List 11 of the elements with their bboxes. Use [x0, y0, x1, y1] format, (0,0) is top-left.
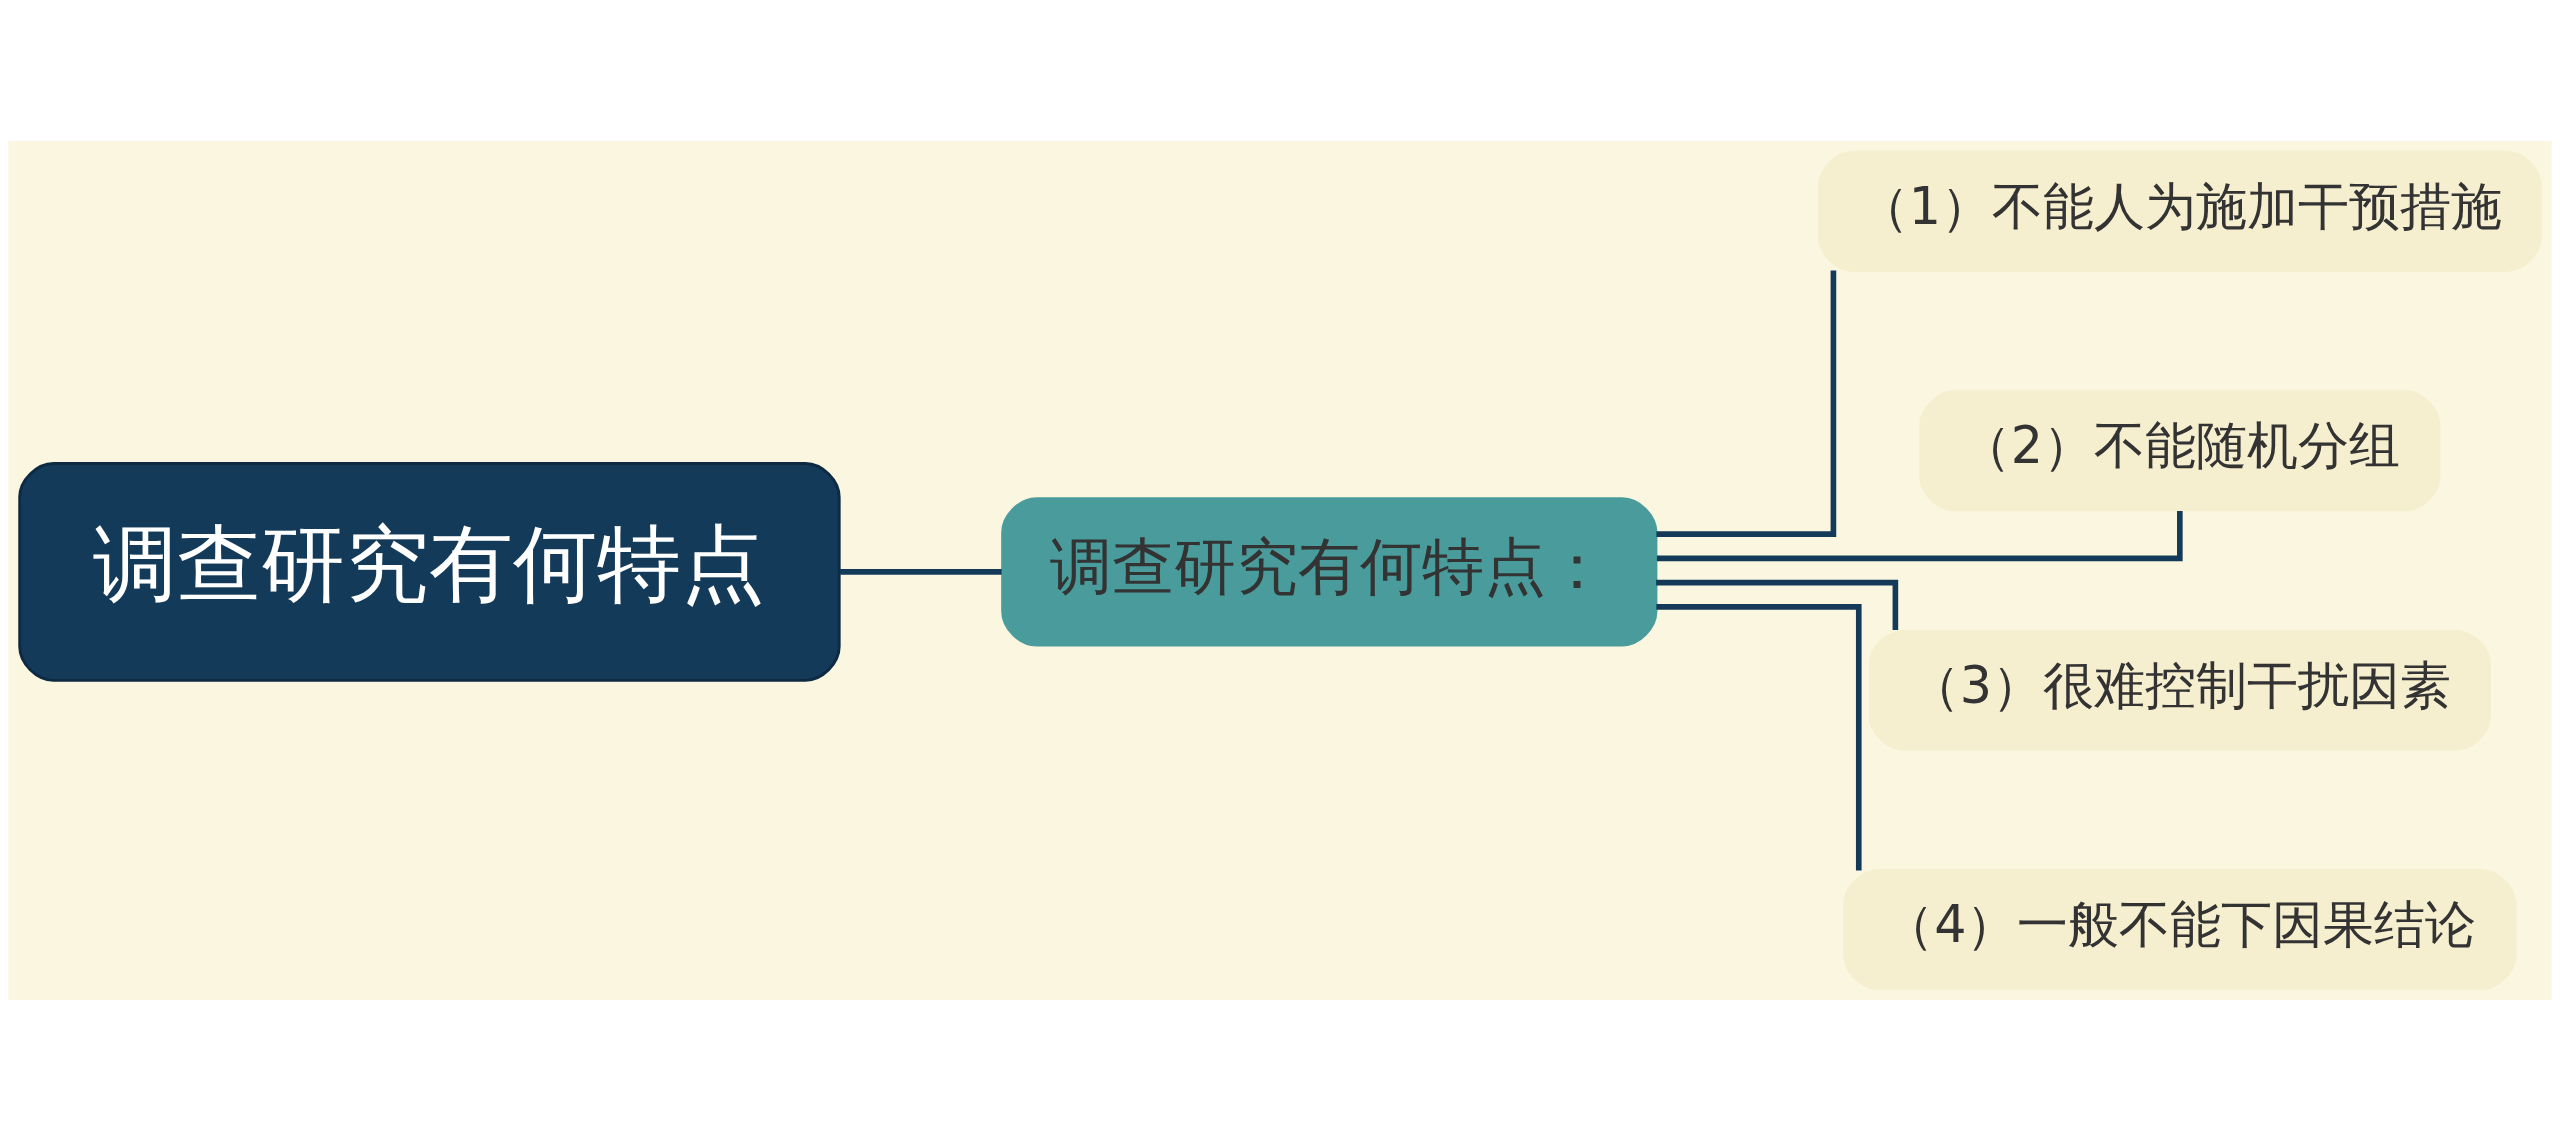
node-box: （2）不能随机分组	[1919, 390, 2441, 512]
connector	[839, 569, 1002, 575]
connector	[1656, 510, 2183, 562]
node-box: 调查研究有何特点：	[1001, 497, 1658, 647]
node-box: （3）很难控制干扰因素	[1868, 629, 2492, 751]
node-box: 调查研究有何特点	[18, 462, 841, 682]
connector	[1656, 270, 1837, 537]
node-box: （4）一般不能下因果结论	[1843, 869, 2517, 991]
connector	[1656, 604, 1862, 871]
node-box: （1）不能人为施加干预措施	[1817, 150, 2542, 272]
connector	[1656, 579, 1899, 631]
